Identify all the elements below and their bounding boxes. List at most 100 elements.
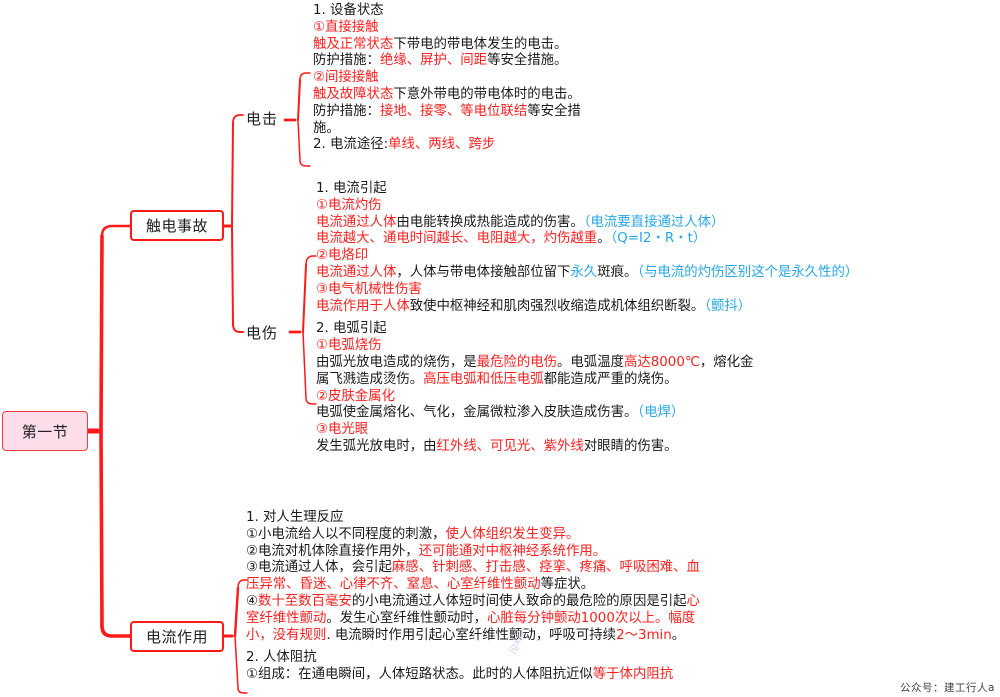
body-text: ①小电流给人以不同程度的刺激， <box>246 526 446 542</box>
text-line: 小，没有规则. 电流瞬时作用引起心室纤维性颤动，呼吸可持续2～3min。 <box>246 628 700 645</box>
body-text: 。电弧温度 <box>557 354 624 370</box>
text-line: 属飞溅造成烫伤。高压电弧和低压电弧都能造成严重的烧伤。 <box>316 372 858 389</box>
highlight-text: 高达8000℃ <box>623 354 700 370</box>
root-node[interactable]: 第一节 <box>2 411 88 451</box>
text-line: ②电流对机体除直接作用外，还可能通对中枢神经系统作用。 <box>246 544 700 561</box>
body-text: ①组成：在通电瞬间，人体短路状态。此时的人体阻抗近似 <box>246 667 593 683</box>
text-line: 发生弧光放电时，由红外线、可见光、紫外线对眼睛的伤害。 <box>316 439 858 456</box>
highlight-text: 使人体组织发生变异。 <box>445 526 580 542</box>
text-line: 电流通过人体由电能转换成热能造成的伤害。（电流要直接通过人体） <box>316 215 858 232</box>
highlight-text: 还可能通对中枢神经系统作用。 <box>418 543 607 559</box>
body-text: ④ <box>246 593 259 609</box>
text-line: 触及正常状态下带电的带电体发生的电击。 <box>313 37 581 54</box>
body-text: 等安全措 <box>527 103 581 119</box>
text-line: ①电弧烧伤 <box>316 338 858 355</box>
highlight-text: 接地、接零、等电位联结 <box>379 103 528 119</box>
highlight-text: 电流通过人体 <box>316 214 397 230</box>
body-text: ③电流通过人体，会引起 <box>246 560 392 576</box>
footer-watermark: 公众号：建工行人a <box>900 682 995 694</box>
branch-node-current-effect[interactable]: 电流作用 <box>130 621 224 652</box>
text-line: ③电气机械性伤害 <box>316 282 858 299</box>
highlight-text: 小，没有规则 <box>246 627 327 643</box>
note-text: （颤抖） <box>704 298 752 314</box>
body-text: 属飞溅造成烫伤。 <box>316 371 424 387</box>
highlight-text: ①直接接触 <box>313 19 379 35</box>
body-text: 等症状。 <box>540 577 595 593</box>
body-text: 防护措施： <box>313 53 380 69</box>
text-line: 由弧光放电造成的烧伤，是最危险的电伤。电弧温度高达8000℃，熔化金 <box>316 355 858 372</box>
text-line: 1. 电流引起 <box>316 181 858 198</box>
text-line: 压异常、昏迷、心律不齐、窒息、心室纤维性颤动等症状。 <box>246 577 700 594</box>
root-node-label: 第一节 <box>21 422 69 441</box>
body-text: 由弧光放电造成的烧伤，是 <box>316 354 477 370</box>
body-text: 2. 电弧引起 <box>316 321 387 337</box>
text-line: 2. 电弧引起 <box>316 321 858 338</box>
subnode-electric-injury[interactable]: 电伤 <box>246 322 278 343</box>
highlight-text: 最危险的电伤 <box>476 354 558 370</box>
text-line: 电弧使金属熔化、气化，金属微粒渗入皮肤造成伤害。（电焊） <box>316 405 858 422</box>
text-line: ③电流通过人体，会引起麻感、针刺感、打击感、痉挛、疼痛、呼吸困难、血 <box>246 560 700 577</box>
branch-node-electric-accident[interactable]: 触电事故 <box>130 210 224 241</box>
highlight-text: 高压电弧和低压电弧 <box>423 371 544 387</box>
highlight-text: 等于体内阻抗 <box>592 667 674 683</box>
text-line: 室纤维性颤动。发生心室纤维性颤动时，心脏每分钟颤动1000次以上。幅度 <box>246 611 700 628</box>
text-line: 电流越大、通电时间越长、电阻越大，灼伤越重。（Q=I2・R・t） <box>316 231 858 248</box>
highlight-text: 触及故障状态 <box>313 86 394 102</box>
highlight-text: ③电气机械性伤害 <box>316 281 422 297</box>
highlight-text: 电流作用于人体 <box>316 298 410 314</box>
body-text: 施。 <box>313 120 340 136</box>
highlight-text: ③电光眼 <box>316 422 369 438</box>
body-text: 防护措施： <box>313 103 380 119</box>
text-line: ②电烙印 <box>316 248 858 265</box>
body-text: 等安全措施。 <box>487 53 568 69</box>
text-line: 施。 <box>313 121 581 138</box>
body-text: 电弧使金属熔化、气化，金属微粒渗入皮肤造成伤害。 <box>316 405 638 421</box>
body-text: 发生弧光放电时，由 <box>316 438 437 454</box>
highlight-text: 压异常、昏迷、心律不齐、窒息、心室纤维性颤动 <box>246 577 541 593</box>
text-line: 防护措施：绝缘、屏护、间距等安全措施。 <box>313 53 581 70</box>
textblock-electric-injury[interactable]: 1. 电流引起 ①电流灼伤电流通过人体由电能转换成热能造成的伤害。（电流要直接通过… <box>316 181 858 456</box>
subnode-electric-shock[interactable]: 电击 <box>246 108 278 129</box>
note-text: 永久 <box>570 264 598 280</box>
body-text: 1. 设备状态 <box>313 3 384 18</box>
highlight-text: 绝缘、屏护、间距 <box>379 53 488 69</box>
text-line: ②皮肤金属化 <box>316 389 858 406</box>
body-text: 1. 对人生理反应 <box>246 510 344 525</box>
body-text: 的小电流通过人体短时间使人致命的最危险的原因是引起 <box>351 593 687 609</box>
highlight-text: ①电弧烧伤 <box>316 338 382 354</box>
body-text: ，人体与带电体接触部位留下 <box>396 264 571 280</box>
body-text: 。 <box>597 231 611 247</box>
text-line: ①小电流给人以不同程度的刺激，使人体组织发生变异。 <box>246 527 700 544</box>
highlight-text: ②间接接触 <box>313 70 379 86</box>
body-text: 。发生心室纤维性颤动时， <box>326 610 488 626</box>
text-line: ①电流灼伤 <box>316 198 858 215</box>
highlight-text: 心脏每分钟颤动1000次以上。幅度 <box>487 610 696 626</box>
body-text: 1. 电流引起 <box>316 181 387 196</box>
text-line: 2. 人体阻抗 <box>246 650 700 667</box>
highlight-text: 电流越大、通电时间越长、电阻越大，灼伤越重 <box>316 231 598 247</box>
highlight-text: 红外线、可见光、紫外线 <box>436 438 584 454</box>
note-text: （与电流的灼伤区别这个是永久性的） <box>637 264 859 280</box>
subnode-label: 电伤 <box>246 324 279 342</box>
body-text: 下意外带电的带电体时的电击。 <box>393 86 581 102</box>
note-text: （Q=I2・R・t） <box>610 231 707 247</box>
text-line: ③电光眼 <box>316 422 858 439</box>
text-line: ①直接接触 <box>313 20 581 37</box>
body-text: 2. 电流途径: <box>313 137 389 153</box>
highlight-text: 心 <box>686 593 700 609</box>
text-line: 触及故障状态下意外带电的带电体时的电击。 <box>313 87 581 104</box>
note-text: （电焊） <box>637 405 685 421</box>
highlight-text: 2～3min <box>616 627 672 643</box>
body-text: 都能造成严重的烧伤。 <box>543 371 678 387</box>
highlight-text: 室纤维性颤动 <box>246 610 327 626</box>
highlight-text: 电流通过人体 <box>316 264 397 280</box>
highlight-text: 触及正常状态 <box>313 36 394 52</box>
body-text: 。 <box>671 627 686 643</box>
body-text: 下带电的带电体发生的电击。 <box>393 36 568 52</box>
highlight-text: ②皮肤金属化 <box>316 388 395 404</box>
text-line: 防护措施：接地、接零、等电位联结等安全措 <box>313 104 581 121</box>
subnode-label: 电击 <box>246 110 279 128</box>
